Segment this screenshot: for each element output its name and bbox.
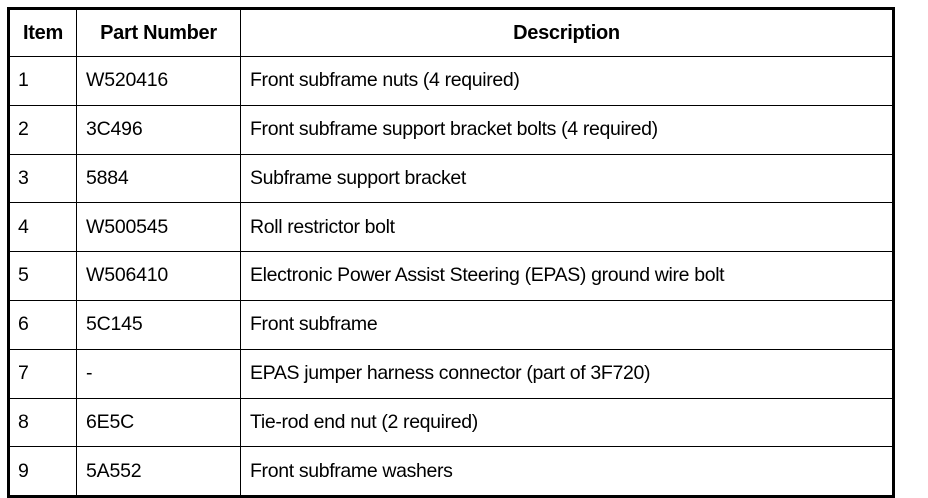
cell-description: Front subframe washers <box>240 446 894 498</box>
cell-description: Electronic Power Assist Steering (EPAS) … <box>240 251 894 301</box>
cell-part-number: 5C145 <box>76 299 241 350</box>
cell-item: 2 <box>8 104 77 155</box>
table-row: 7-EPAS jumper harness connector (part of… <box>8 348 894 399</box>
cell-part-number: W520416 <box>76 56 241 106</box>
cell-description: Front subframe support bracket bolts (4 … <box>240 104 894 155</box>
cell-part-number: 3C496 <box>76 104 241 155</box>
table-header: Item Part Number Description <box>8 8 894 57</box>
cell-part-number: W500545 <box>76 202 241 253</box>
cell-description: Front subframe nuts (4 required) <box>240 56 894 106</box>
cell-item: 6 <box>8 299 77 350</box>
cell-description: Tie-rod end nut (2 required) <box>240 397 894 448</box>
cell-description: Subframe support bracket <box>240 153 894 204</box>
cell-description: Roll restrictor bolt <box>240 202 894 253</box>
cell-item: 8 <box>8 397 77 448</box>
cell-item: 3 <box>8 153 77 204</box>
cell-part-number: 5884 <box>76 153 241 204</box>
cell-part-number: - <box>76 348 241 399</box>
cell-item: 5 <box>8 251 77 301</box>
column-header-item: Item <box>8 8 77 57</box>
cell-item: 9 <box>8 446 77 498</box>
cell-item: 4 <box>8 202 77 253</box>
cell-part-number: W506410 <box>76 251 241 301</box>
cell-description: EPAS jumper harness connector (part of 3… <box>240 348 894 399</box>
column-header-part-number: Part Number <box>76 8 241 57</box>
cell-description: Front subframe <box>240 299 894 350</box>
table-header-row: Item Part Number Description <box>8 8 894 57</box>
cell-part-number: 5A552 <box>76 446 241 498</box>
cell-item: 1 <box>8 56 77 106</box>
cell-part-number: 6E5C <box>76 397 241 448</box>
column-header-description: Description <box>240 8 894 57</box>
cell-item: 7 <box>8 348 77 399</box>
